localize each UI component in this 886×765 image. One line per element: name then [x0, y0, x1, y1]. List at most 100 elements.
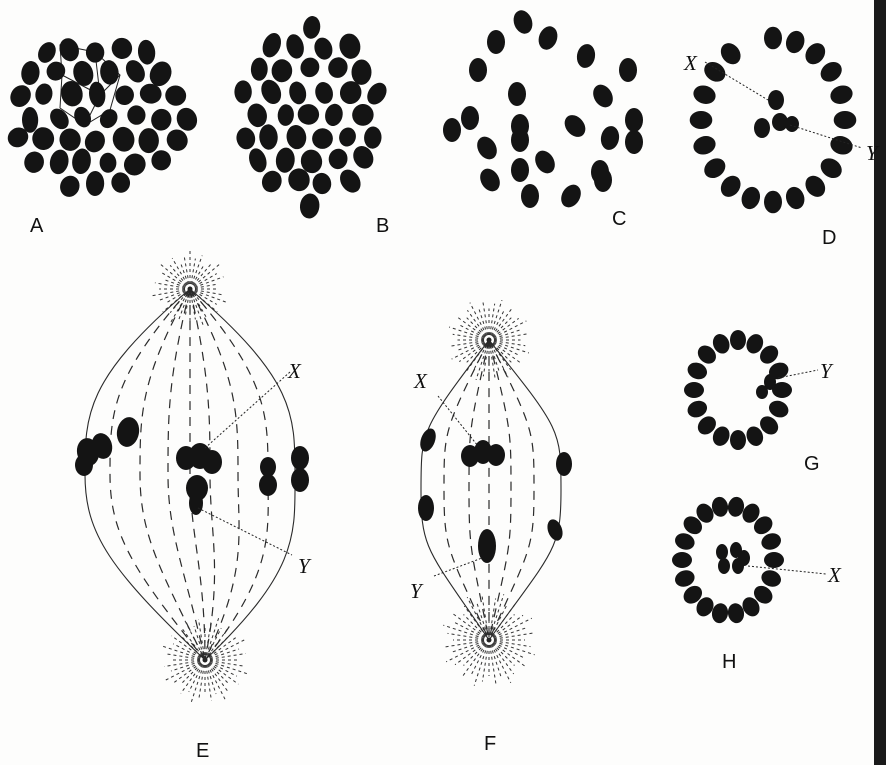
chromosome	[88, 81, 107, 108]
aster-ray	[209, 664, 229, 684]
chromosome	[336, 166, 365, 197]
chromosome	[325, 55, 350, 81]
chromosome	[730, 430, 746, 450]
chromosome	[363, 126, 382, 149]
spindle-fiber	[489, 340, 511, 640]
page-edge	[874, 0, 886, 765]
chromosome	[560, 111, 589, 141]
figure-f: X Y F	[410, 300, 572, 755]
chromosome	[700, 58, 729, 86]
chromosome	[508, 82, 526, 106]
chromosome	[337, 32, 362, 61]
chromosome	[296, 102, 321, 126]
chromosome	[535, 24, 560, 53]
x-chromosome	[738, 550, 750, 566]
figure-f-spindle-fibers	[421, 340, 561, 640]
figure-c-chromosomes	[443, 8, 643, 211]
chromosome	[764, 191, 782, 214]
figure-f-y-label: Y	[410, 579, 424, 603]
aster-ray	[182, 664, 202, 684]
spindle-fiber	[110, 289, 205, 660]
spindle-fiber	[444, 340, 489, 640]
chromosome	[594, 168, 612, 192]
chromosome	[476, 165, 504, 195]
chromosome	[575, 43, 597, 70]
chromosome	[521, 184, 539, 208]
chromosome	[57, 173, 82, 200]
aster-ray	[493, 344, 512, 363]
aster-ray	[166, 662, 201, 680]
chromosome	[690, 111, 713, 129]
aster-ray	[490, 304, 495, 335]
chromosome	[271, 59, 292, 83]
figure-g-label: G	[804, 453, 820, 475]
spindle-fiber	[469, 340, 489, 640]
chromosome	[511, 128, 529, 152]
spindle-fiber	[168, 289, 205, 660]
chromosome	[599, 125, 621, 152]
figure-d-x-label: X	[683, 51, 698, 75]
aster-ray	[453, 614, 485, 638]
chromosome	[284, 32, 306, 60]
figure-b-label: B	[376, 215, 389, 237]
chromosome	[46, 105, 72, 133]
chromosome	[126, 105, 146, 126]
chromosome	[473, 133, 501, 163]
chromosome	[259, 124, 279, 150]
chromosome	[71, 147, 93, 175]
figure-f-x-label: X	[413, 369, 428, 393]
figure-e-y-label: Y	[298, 554, 312, 578]
spindle-fiber	[489, 340, 561, 640]
chromosome	[56, 36, 82, 64]
chromosome	[531, 147, 559, 177]
aster-ray	[207, 665, 225, 700]
chromosome	[337, 125, 358, 148]
chromosome	[717, 39, 745, 68]
chromosome	[739, 184, 763, 211]
aster-ray	[180, 262, 188, 284]
spindle-fiber	[190, 289, 205, 660]
y-chromosome	[785, 116, 799, 132]
figure-a-chromosomes	[4, 36, 200, 200]
chromosome	[111, 125, 136, 153]
chromosome	[487, 30, 505, 54]
x-chromosome	[754, 118, 770, 138]
chromosome	[22, 107, 39, 133]
chromosome	[461, 106, 479, 130]
chromosome	[828, 133, 855, 157]
aster-ray	[494, 618, 532, 638]
aster-ray	[493, 643, 525, 667]
chromosome	[311, 172, 332, 196]
chromosome	[285, 124, 308, 151]
chromosome	[764, 27, 782, 50]
chromosome	[58, 127, 82, 152]
aster-ray	[446, 642, 484, 662]
chromosome	[149, 107, 174, 133]
figure-f-label: F	[484, 733, 496, 755]
chromosome	[109, 36, 134, 62]
chromosome	[834, 111, 857, 129]
chromosome	[287, 80, 308, 106]
figure-d-chromosomes	[690, 27, 857, 214]
chromosome	[443, 118, 461, 142]
chromosome	[323, 102, 345, 128]
figure-e: X Y E	[75, 251, 312, 762]
chromosome	[20, 60, 41, 86]
figure-h-chromosomes	[672, 496, 784, 625]
chromosome	[99, 153, 116, 174]
figure-b-chromosomes	[234, 15, 390, 220]
aster-ray	[494, 321, 527, 338]
figure-e-x-leader	[205, 372, 290, 448]
figure-d: X Y D	[683, 27, 880, 249]
chromosome	[139, 128, 159, 153]
chromosome	[251, 57, 269, 81]
chromosome	[672, 552, 692, 568]
figure-e-top-aster	[153, 251, 226, 325]
chromosome	[625, 130, 643, 154]
chromosome	[34, 82, 54, 106]
chromosome	[700, 154, 729, 182]
spindle-fiber	[190, 289, 215, 660]
figure-h-x-leader	[748, 566, 826, 574]
